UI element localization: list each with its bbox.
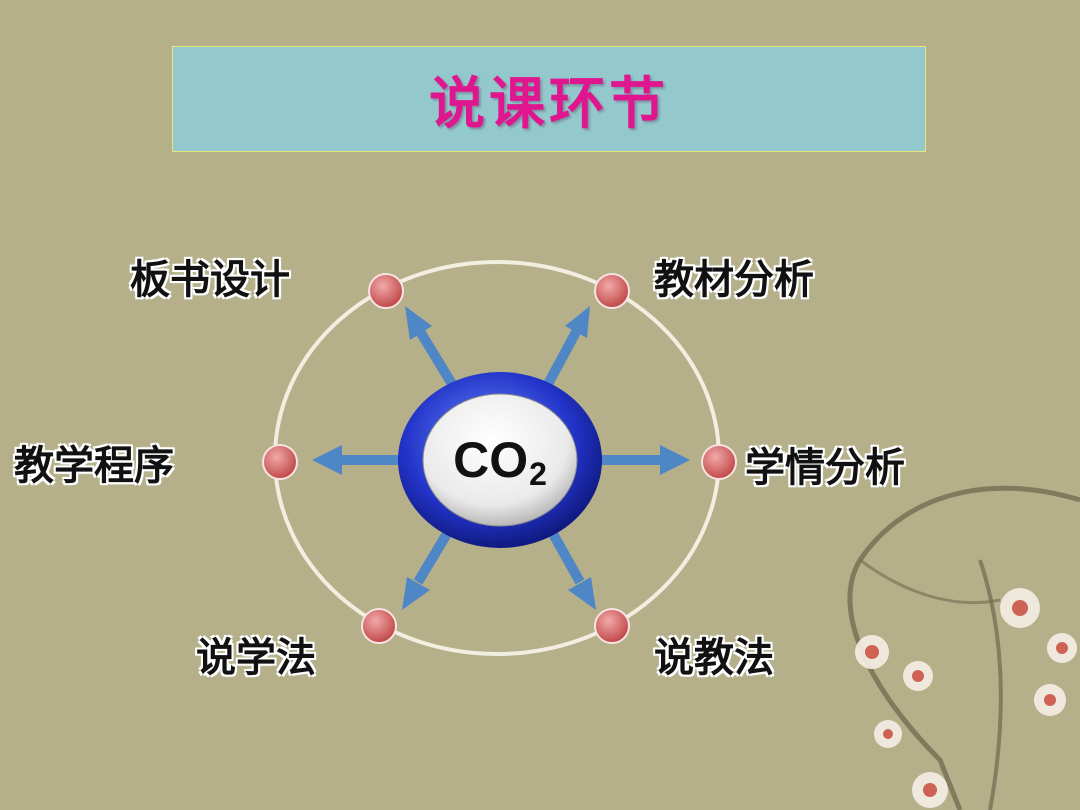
arrow-right (600, 445, 690, 475)
dot-bottom-left (361, 608, 397, 644)
title-box: 说课环节 (172, 46, 926, 152)
arrow-top-right (543, 306, 590, 387)
dot-right (701, 444, 737, 480)
hub (398, 372, 602, 548)
dot-left (262, 444, 298, 480)
node-label-right: 学情分析 (745, 445, 905, 491)
slide-title: 说课环节 (429, 71, 669, 137)
arrow-bottom-right (547, 529, 596, 610)
hub-label-main: CO (453, 432, 529, 488)
arrow-left (312, 445, 402, 475)
node-label-top-right: 教材分析 (654, 257, 814, 303)
arrow-top-left (405, 306, 457, 387)
dot-top-left (368, 273, 404, 309)
node-label-top-left: 板书设计 (130, 257, 290, 303)
node-dots (262, 273, 737, 644)
arrows (312, 306, 690, 610)
node-label-left: 教学程序 (14, 443, 174, 489)
dot-bottom-right (594, 608, 630, 644)
arrow-bottom-left (402, 529, 453, 610)
node-label-bottom-left: 说学法 (196, 635, 316, 681)
node-label-bottom-right: 说教法 (654, 635, 774, 681)
hub-label-subscript: 2 (529, 455, 547, 492)
dot-top-right (594, 273, 630, 309)
